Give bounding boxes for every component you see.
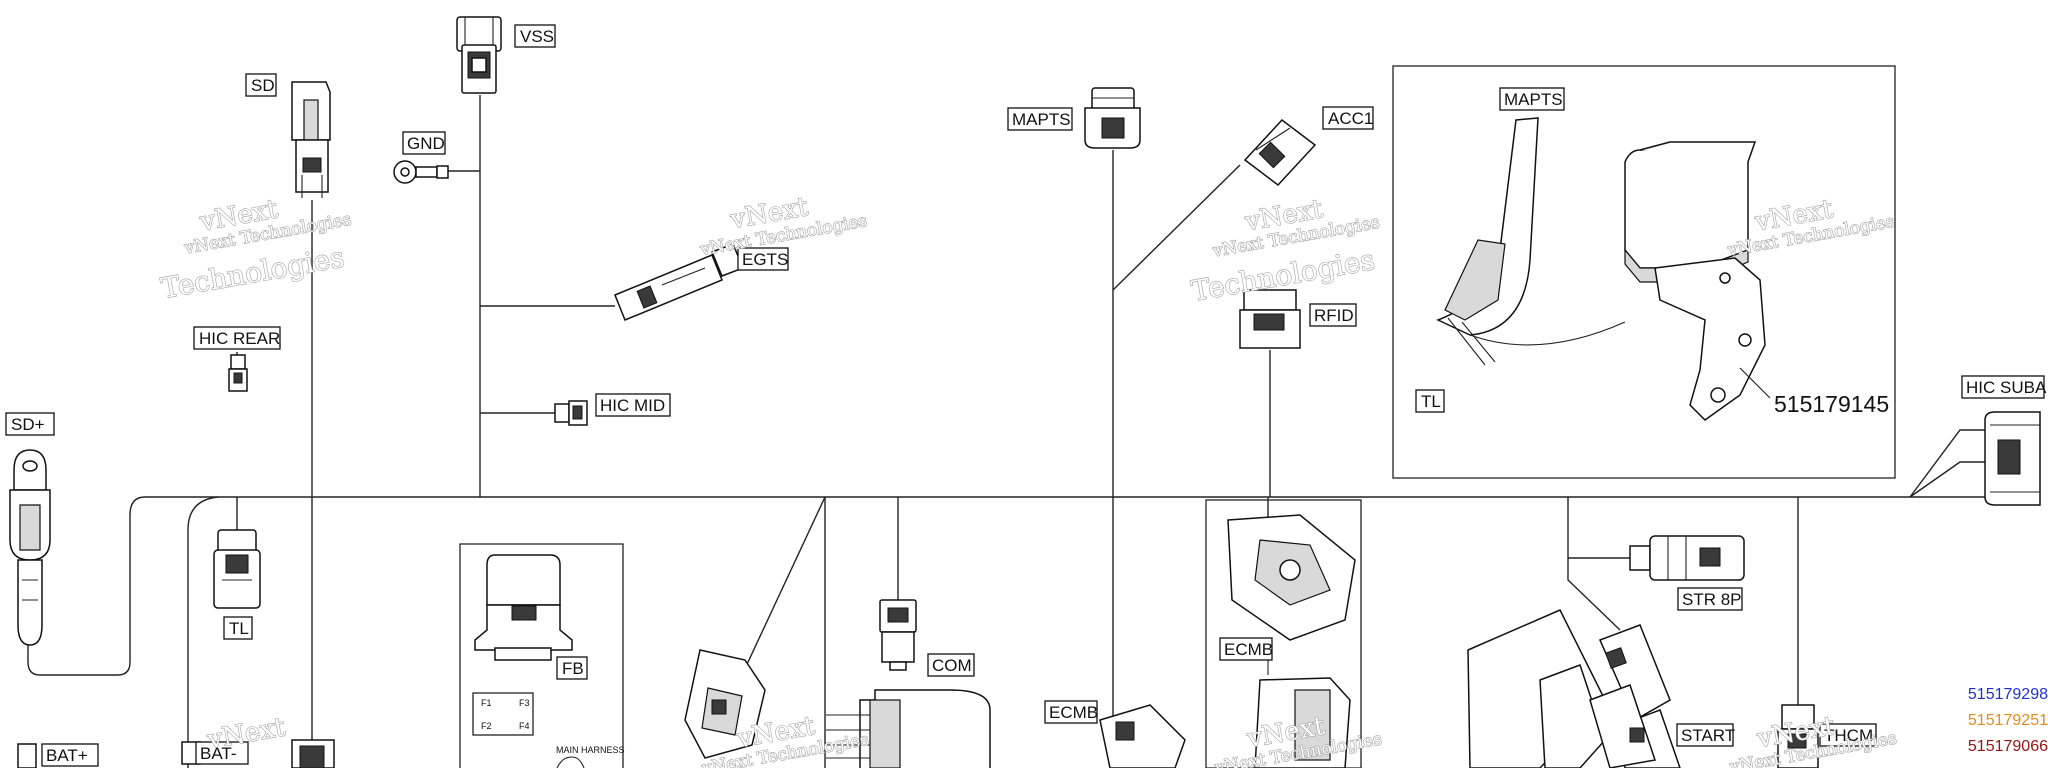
- sd-connector: [291, 81, 331, 198]
- svg-text:HIC REAR: HIC REAR: [199, 329, 280, 348]
- svg-text:HIC SUBA: HIC SUBA: [1966, 378, 2047, 397]
- ecm-bracket: [826, 689, 991, 768]
- fuse-f2: F2: [481, 721, 492, 731]
- ecmb-panel: [1205, 499, 1362, 768]
- svg-text:STR 8P: STR 8P: [1682, 590, 1742, 609]
- label-start: START: [1676, 723, 1735, 747]
- label-thcm: THCM: [1819, 723, 1877, 747]
- svg-text:vNext: vNext: [204, 712, 287, 755]
- svg-text:GND: GND: [407, 134, 445, 153]
- label-rfid: RFID: [1309, 303, 1357, 327]
- main-harness-label: MAIN HARNESS: [556, 745, 625, 755]
- svg-text:MAPTS: MAPTS: [1012, 110, 1071, 129]
- svg-text:FB: FB: [562, 659, 584, 678]
- label-hic-suba: HIC SUBA: [1961, 375, 2047, 399]
- str-8p-connector: [1629, 535, 1745, 581]
- watermark-1: vNext vNext Technologies Technologies: [158, 194, 353, 306]
- label-tl-left: TL: [223, 616, 253, 640]
- svg-text:THCM: THCM: [1824, 726, 1873, 745]
- label-str-8p: STR 8P: [1677, 587, 1743, 611]
- com-connector: [879, 599, 917, 671]
- svg-text:MAPTS: MAPTS: [1504, 90, 1563, 109]
- rfid-connector: [1239, 289, 1301, 349]
- fuse-f1: F1: [481, 698, 492, 708]
- svg-text:COM: COM: [932, 656, 972, 675]
- bat-plus-terminal: [17, 743, 37, 768]
- gnd-ring-terminal: [393, 160, 449, 184]
- label-hic-mid: HIC MID: [595, 393, 671, 417]
- svg-text:VSS: VSS: [520, 27, 554, 46]
- svg-text:ACC1: ACC1: [1328, 109, 1373, 128]
- svg-text:BAT+: BAT+: [46, 746, 88, 765]
- svg-text:BAT-: BAT-: [200, 744, 237, 763]
- svg-text:EGTS: EGTS: [742, 250, 788, 269]
- svg-text:START: START: [1681, 726, 1735, 745]
- label-inset-mapts: MAPTS: [1499, 87, 1565, 111]
- hic-suba-connector: [1984, 411, 2041, 506]
- label-gnd: GND: [402, 131, 446, 155]
- tl-left-connector: [213, 529, 261, 609]
- label-fb: FB: [556, 656, 588, 680]
- egts-connector: [614, 243, 744, 321]
- label-mapts: MAPTS: [1007, 107, 1073, 131]
- label-hic-rear: HIC REAR: [193, 326, 281, 350]
- legend-code-blue: 515179298: [1967, 686, 2048, 703]
- svg-text:TL: TL: [229, 619, 249, 638]
- mapts-inset-panel: 515179145: [1392, 65, 1896, 479]
- svg-text:HIC MID: HIC MID: [600, 396, 665, 415]
- watermark-3: vNext vNext Technologies Technologies: [1188, 194, 1381, 309]
- mapts-connector: [1084, 87, 1141, 149]
- fuse-label: F2: [481, 721, 492, 731]
- bat-minus-terminal: [181, 739, 335, 768]
- label-acc1: ACC1: [1322, 106, 1374, 130]
- fuse-box-panel: [459, 543, 624, 768]
- svg-text:RFID: RFID: [1314, 306, 1354, 325]
- label-bat-minus: BAT-: [195, 741, 249, 765]
- svg-text:TL: TL: [1421, 392, 1441, 411]
- fuse-label: F3: [519, 698, 530, 708]
- label-inset-tl: TL: [1415, 389, 1445, 413]
- label-com: COM: [927, 653, 975, 677]
- sd-plus-terminal: [9, 449, 51, 646]
- fuse-label: F1: [481, 698, 492, 708]
- svg-text:SD: SD: [251, 76, 275, 95]
- svg-text:SD+: SD+: [11, 415, 45, 434]
- angled-multi-connector: [684, 649, 766, 759]
- label-sd: SD: [245, 73, 277, 97]
- ecmb-bottom-connector: [1099, 704, 1186, 768]
- label-ecmb-box: ECMB: [1219, 637, 1273, 661]
- label-sd-plus: SD+: [5, 412, 55, 436]
- fuse-f4: F4: [519, 721, 530, 731]
- hic-mid-connector: [554, 400, 588, 426]
- legend-code-orange: 515179251: [1967, 712, 2048, 729]
- label-ecmb-bottom: ECMB: [1044, 700, 1098, 724]
- label-bat-plus: BAT+: [41, 743, 99, 767]
- fuse-label: F4: [519, 721, 530, 731]
- vss-connector: [456, 16, 502, 94]
- part-number: 515179145: [1774, 391, 1889, 417]
- thcm-connector: [1777, 704, 1819, 768]
- acc1-connector: [1243, 118, 1317, 187]
- label-vss: VSS: [514, 24, 556, 48]
- svg-text:ECMB: ECMB: [1049, 703, 1098, 722]
- watermark-5: vNext: [204, 712, 289, 756]
- legend-code-red: 515179066: [1967, 738, 2048, 755]
- label-egts: EGTS: [737, 247, 789, 271]
- svg-text:ECMB: ECMB: [1224, 640, 1273, 659]
- hic-rear-connector: [228, 354, 248, 392]
- fuse-f3: F3: [519, 698, 530, 708]
- start-connector-cluster: [1467, 609, 1681, 768]
